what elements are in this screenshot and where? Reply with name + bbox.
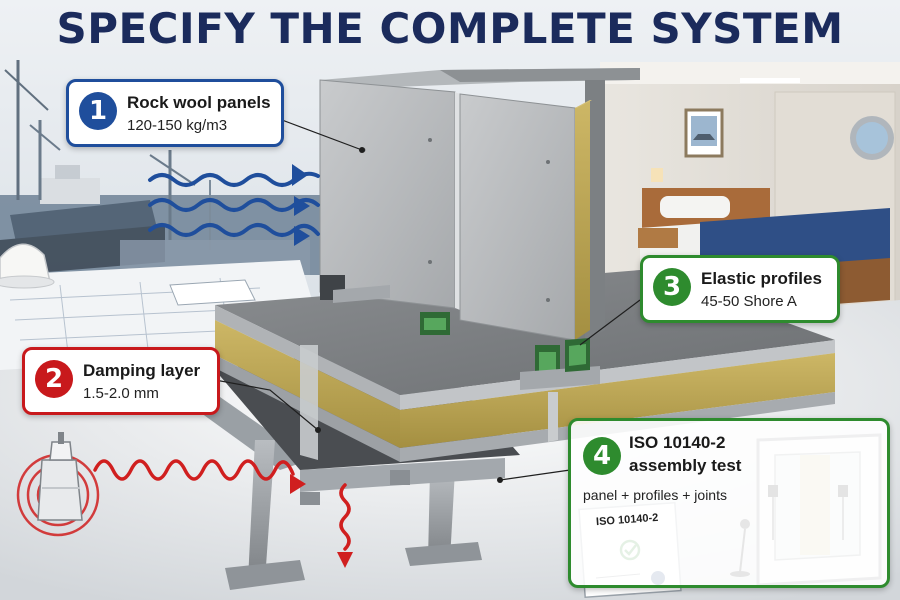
callout-rock-wool-panels: 1 Rock wool panels 120-150 kg/m3 [66, 79, 284, 147]
callout-number-badge: 4 [583, 437, 621, 475]
floating-floor [215, 270, 835, 462]
vibration-down-arrowhead [337, 552, 353, 568]
leader-lines [214, 119, 641, 481]
callout-subtitle: 1.5-2.0 mm [83, 385, 159, 402]
callout-title-line2: assembly test [629, 456, 742, 475]
callout-number-badge: 3 [653, 268, 691, 306]
callout-elastic-profiles: 3 Elastic profiles 45-50 Shore A [640, 255, 840, 323]
leader-dot-damping [315, 427, 321, 433]
airborne-noise-arrows [148, 171, 320, 237]
callout-number-badge: 2 [35, 360, 73, 398]
leader-dot-panels [359, 147, 365, 153]
callout-subtitle: 45-50 Shore A [701, 293, 797, 310]
leader-dot-assembly [497, 477, 503, 483]
airborne-noise-arrowheads [292, 164, 310, 246]
elastic-profiles [320, 275, 600, 390]
callout-title: ISO 10140-2 [629, 433, 726, 452]
callout-subtitle: 120-150 kg/m3 [127, 117, 228, 134]
page-title: SPECIFY THE COMPLETE SYSTEM [56, 4, 844, 53]
vibration-waves [93, 459, 351, 551]
callout-damping-layer: 2 Damping layer 1.5-2.0 mm [22, 347, 220, 415]
callout-title: Damping layer [83, 361, 201, 380]
callout-title: Rock wool panels [127, 93, 271, 112]
rock-wool-panels [319, 79, 592, 341]
callout-number-badge: 1 [79, 92, 117, 130]
ship-vibration-icon [16, 432, 100, 537]
steel-beams [190, 390, 505, 590]
vibration-arrowhead [290, 474, 306, 494]
hard-hat [0, 243, 55, 289]
callout-title: Elastic profiles [701, 269, 822, 288]
callout-assembly-test: 4 ISO 10140-2 assembly test panel + prof… [568, 418, 890, 588]
callout-subtitle: panel + profiles + joints [583, 487, 727, 503]
